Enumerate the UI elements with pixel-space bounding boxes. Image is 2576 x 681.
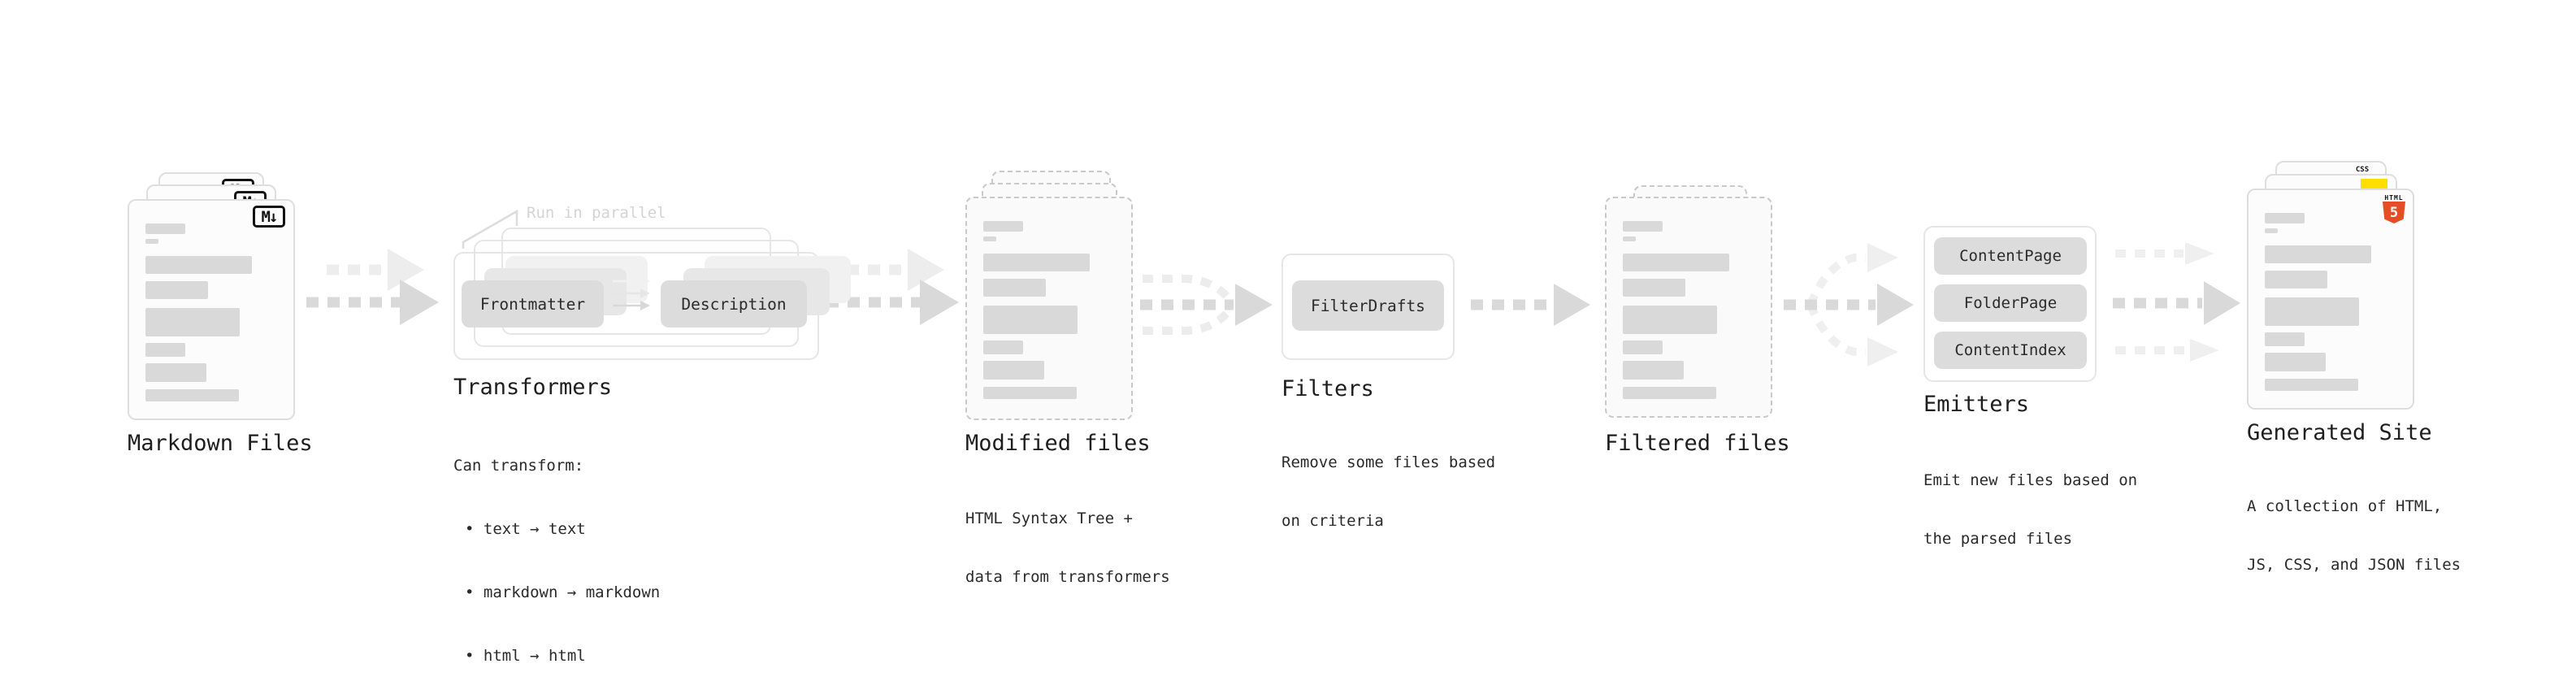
placeholder-text-bar (145, 389, 239, 401)
emitters-label: Emitters (1923, 392, 2030, 417)
arrow-filtered-to-emitters (1784, 243, 1914, 367)
filtered-files-label: Filtered files (1605, 431, 1790, 456)
filters-frame (1281, 254, 1455, 360)
arrow-transformers-to-modified (826, 249, 959, 325)
placeholder-text-bar (2265, 332, 2305, 346)
placeholder-text-bar (2265, 213, 2305, 223)
placeholder-text-bar (983, 236, 997, 241)
contentpage-emitter-box: ContentPage (1934, 237, 2087, 275)
placeholder-text-bar (983, 306, 1078, 334)
description-transformer-box: Description (661, 280, 807, 327)
arrow-modified-to-filters (1140, 275, 1273, 335)
filters-caption-line2: on criteria (1281, 512, 1384, 530)
arrow-markdown-to-transformers (306, 249, 439, 325)
run-in-parallel-note: Run in parallel (527, 204, 666, 222)
placeholder-text-bar (1623, 361, 1685, 380)
emitters-caption-line2: the parsed files (1923, 530, 2073, 548)
parallel-mini-arrows (613, 276, 650, 310)
transform-bullet-text: • text → text (465, 520, 586, 538)
placeholder-text-bar (145, 308, 241, 336)
placeholder-text-bar (983, 221, 1024, 232)
arrow-filters-to-filtered (1471, 284, 1590, 326)
html5-icon-caption: HTML (2384, 194, 2404, 202)
note-connector-line (462, 209, 518, 249)
generated-html-file-card: HTML 5 (2247, 189, 2414, 410)
generated-site-label: Generated Site (2247, 420, 2432, 445)
modified-file-card-front (965, 197, 1133, 420)
placeholder-text-bar (1623, 306, 1718, 334)
html5-icon: HTML 5 (2383, 194, 2405, 223)
html5-icon-shield: 5 (2383, 202, 2405, 223)
arrow-emitters-to-generated (2113, 242, 2240, 362)
frontmatter-transformer-box: Frontmatter (462, 280, 604, 327)
placeholder-text-bar (145, 281, 209, 299)
placeholder-text-bar (2265, 228, 2279, 233)
document-content-bars (1623, 221, 1756, 399)
placeholder-text-bar (2265, 353, 2327, 371)
placeholder-text-bar (2265, 271, 2328, 288)
placeholder-text-bar (1623, 254, 1730, 271)
transformers-label: Transformers (453, 375, 613, 400)
filterdrafts-box: FilterDrafts (1292, 280, 1444, 331)
javascript-icon (2361, 179, 2387, 191)
placeholder-text-bar (983, 361, 1045, 380)
generated-site-caption-line1: A collection of HTML, (2247, 497, 2443, 515)
document-content-bars (145, 223, 279, 401)
placeholder-text-bar (983, 254, 1091, 271)
markdown-icon: M↓ (253, 206, 285, 228)
placeholder-text-bar (1623, 236, 1637, 241)
document-content-bars (2265, 213, 2398, 391)
filters-label: Filters (1281, 376, 1374, 401)
markdown-files-label: Markdown Files (128, 431, 313, 456)
placeholder-text-bar (145, 239, 159, 244)
placeholder-text-bar (2265, 297, 2360, 326)
placeholder-text-bar (1623, 340, 1663, 354)
folderpage-emitter-box: FolderPage (1934, 284, 2087, 322)
markdown-file-card-front: M↓ (128, 199, 295, 420)
modified-files-caption-line1: HTML Syntax Tree + (965, 510, 1133, 527)
placeholder-text-bar (2265, 245, 2372, 263)
emitters-frame (1923, 226, 2097, 382)
placeholder-text-bar (983, 387, 1077, 399)
placeholder-text-bar (1623, 221, 1663, 232)
placeholder-text-bar (2265, 379, 2358, 391)
placeholder-text-bar (1623, 387, 1716, 399)
modified-files-label: Modified files (965, 431, 1151, 456)
document-content-bars (983, 221, 1117, 399)
contentindex-emitter-box: ContentIndex (1934, 332, 2087, 369)
placeholder-text-bar (145, 343, 186, 357)
filtered-file-card-front (1605, 197, 1772, 418)
emitters-caption-line1: Emit new files based on (1923, 471, 2138, 489)
can-transform-caption: Can transform: (453, 457, 584, 475)
filters-caption-line1: Remove some files based (1281, 453, 1496, 471)
placeholder-text-bar (983, 340, 1024, 354)
transform-bullet-markdown: • markdown → markdown (465, 583, 661, 601)
placeholder-text-bar (983, 279, 1047, 297)
modified-files-caption-line2: data from transformers (965, 568, 1170, 586)
placeholder-text-bar (145, 223, 186, 234)
placeholder-text-bar (145, 363, 207, 382)
generated-site-caption-line2: JS, CSS, and JSON files (2247, 556, 2461, 574)
placeholder-text-bar (1623, 279, 1686, 297)
transform-bullet-html: • html → html (465, 647, 586, 665)
placeholder-text-bar (145, 256, 253, 274)
